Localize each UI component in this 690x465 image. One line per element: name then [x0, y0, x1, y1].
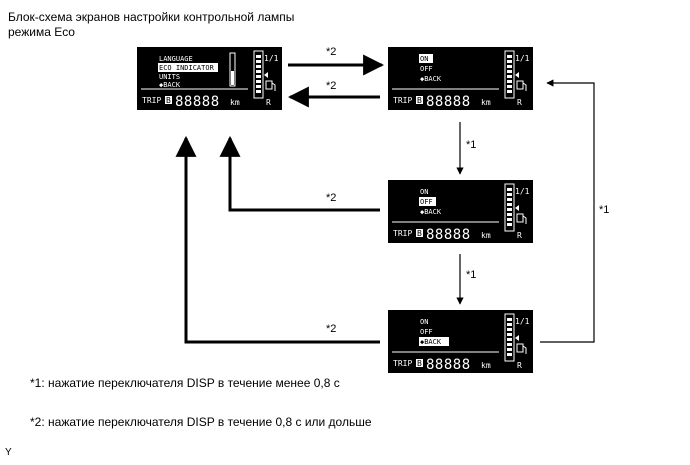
option-on: ON — [420, 318, 428, 326]
odometer-unit: km — [481, 361, 491, 370]
trip-label: TRIP — [393, 229, 412, 238]
option-on: ON — [420, 55, 428, 63]
back-selection-highlight — [419, 337, 449, 346]
option-off: OFF — [420, 65, 433, 73]
option-on: ON — [420, 188, 428, 196]
screen-eco-off: ON OFF ◆BACK TRIP B 88888 km 1/1 R — [387, 179, 534, 244]
odometer-unit: km — [481, 98, 491, 107]
footnote-long-press: *2: нажатие переключателя DISP в течение… — [30, 415, 372, 429]
menu-item-units: UNITS — [159, 73, 180, 81]
arrow-back-to-on — [540, 79, 595, 343]
trip-letter: B — [417, 96, 422, 105]
menu-item-eco-indicator: ECO INDICATOR — [159, 64, 215, 72]
footnote-short-press: *1: нажатие переключателя DISP в течение… — [30, 376, 340, 390]
label-off-to-back: *1 — [466, 269, 476, 281]
trip-letter: B — [166, 96, 171, 105]
on-selection-highlight — [419, 54, 433, 63]
label-back-to-on: *1 — [599, 204, 609, 216]
gauge-full-label: 1/1 — [515, 54, 530, 63]
arrow-off-to-main — [219, 135, 380, 212]
diagram-title: Блок-схема экранов настройки контрольной… — [8, 10, 294, 40]
trip-label: TRIP — [393, 359, 412, 368]
gauge-r-label: R — [266, 98, 271, 107]
screen-eco-on: ON OFF ◆BACK TRIP B 88888 km 1/1 R — [387, 46, 534, 111]
label-on-to-main: *2 — [326, 80, 336, 92]
odometer-unit: km — [230, 98, 240, 107]
gauge-r-label: R — [517, 361, 522, 370]
odometer-digits: 88888 — [175, 94, 220, 110]
option-off: OFF — [420, 328, 433, 336]
gauge-r-label: R — [517, 98, 522, 107]
gauge-full-label: 1/1 — [264, 54, 279, 63]
label-back-to-main: *2 — [326, 323, 336, 335]
menu-selection-highlight — [158, 63, 218, 72]
gauge-r-label: R — [517, 231, 522, 240]
label-on-to-off: *1 — [466, 139, 476, 151]
trip-letter: B — [417, 359, 422, 368]
option-off: OFF — [420, 198, 433, 206]
label-main-to-on: *2 — [326, 46, 336, 58]
trip-label: TRIP — [393, 96, 412, 105]
title-line-2: режима Eco — [8, 25, 75, 39]
odometer-digits: 88888 — [426, 227, 471, 243]
odometer-unit: km — [481, 231, 491, 240]
title-line-1: Блок-схема экранов настройки контрольной… — [8, 10, 295, 24]
menu-item-back: ◆BACK — [159, 81, 181, 89]
option-back: ◆BACK — [420, 75, 442, 83]
arrow-back-to-main — [175, 135, 380, 344]
off-selection-highlight — [419, 197, 436, 206]
gauge-full-label: 1/1 — [515, 317, 530, 326]
odometer-digits: 88888 — [426, 357, 471, 373]
trip-letter: B — [417, 229, 422, 238]
menu-item-language: LANGUAGE — [159, 55, 193, 63]
option-back: ◆BACK — [420, 208, 442, 216]
option-back: ◆BACK — [420, 338, 442, 346]
trip-label: TRIP — [142, 96, 161, 105]
gauge-full-label: 1/1 — [515, 187, 530, 196]
label-off-to-main: *2 — [326, 192, 336, 204]
odometer-digits: 88888 — [426, 94, 471, 110]
corner-mark: Y — [5, 447, 12, 458]
screen-eco-back: ON OFF ◆BACK TRIP B 88888 km 1/1 R — [387, 309, 534, 374]
screen-main-menu: LANGUAGE ECO INDICATOR UNITS ◆BACK TRIP … — [136, 46, 283, 111]
